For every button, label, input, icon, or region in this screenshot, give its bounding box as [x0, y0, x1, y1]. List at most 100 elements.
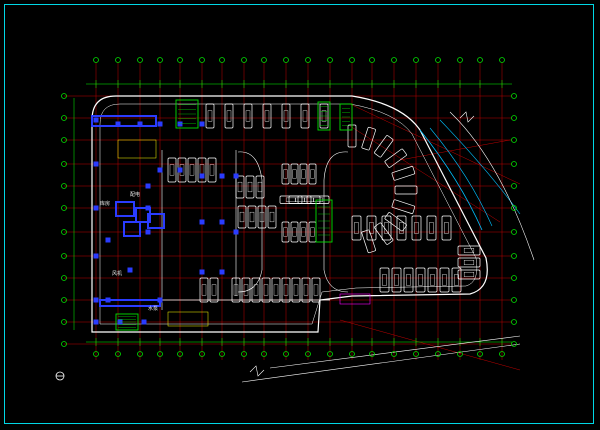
- parking-car: [451, 267, 462, 293]
- grid-line-diagonal: [339, 319, 521, 371]
- parking-car: [267, 205, 277, 229]
- column: [177, 121, 183, 127]
- column: [137, 121, 143, 127]
- axis-bubble: [435, 351, 441, 357]
- axis-bubble: [511, 297, 517, 303]
- column: [115, 121, 121, 127]
- parking-stalls: [167, 103, 481, 303]
- parking-car: [262, 103, 272, 129]
- parking-car: [426, 215, 437, 241]
- blue-room-wall: [147, 213, 165, 229]
- axis-bubble: [61, 229, 67, 235]
- parking-car: [231, 277, 241, 303]
- axis-bubble: [457, 351, 463, 357]
- axis-bubble: [199, 57, 205, 63]
- parking-car: [257, 205, 267, 229]
- parking-car: [366, 215, 377, 241]
- car-cabin: [263, 284, 269, 296]
- parking-car: [224, 103, 234, 129]
- axis-bubble: [157, 57, 163, 63]
- blue-room-wall: [91, 115, 157, 127]
- room-tags: 库房 配电 风机 水泵: [100, 191, 158, 312]
- car-cabin: [313, 284, 319, 296]
- column: [93, 117, 99, 123]
- equipment-room: [339, 293, 371, 305]
- car-cabin: [259, 211, 265, 223]
- car-cabin: [239, 211, 245, 223]
- parking-car: [384, 148, 407, 168]
- column: [157, 121, 163, 127]
- axis-bubble: [511, 341, 517, 347]
- car-cabin: [293, 284, 299, 296]
- axis-bubble: [511, 253, 517, 259]
- column: [199, 121, 205, 127]
- parking-car: [281, 277, 291, 303]
- column: [233, 173, 239, 179]
- axis-bubble: [61, 341, 67, 347]
- axis-bubble: [457, 57, 463, 63]
- parking-car: [379, 267, 390, 293]
- car-cabin: [292, 169, 297, 179]
- axis-bubble: [305, 351, 311, 357]
- axis-bubble: [137, 351, 143, 357]
- radial-car: [361, 229, 376, 254]
- parking-car: [411, 215, 422, 241]
- car-cabin: [209, 164, 215, 176]
- car-cabin: [303, 284, 309, 296]
- ramp-outline: [439, 119, 521, 215]
- parking-car: [441, 215, 452, 241]
- axis-bubble: [93, 351, 99, 357]
- parking-car: [391, 166, 416, 181]
- car-cabin: [394, 274, 399, 286]
- parking-car: [439, 267, 450, 293]
- dimension-lines: [73, 80, 512, 346]
- axis-bubble: [413, 351, 419, 357]
- axis-bubble: [61, 183, 67, 189]
- car-cabin: [237, 181, 243, 193]
- car-cabin: [285, 197, 297, 202]
- parking-car: [361, 229, 376, 254]
- parking-car: [281, 103, 291, 129]
- axis-bubble: [61, 115, 67, 121]
- stair-core-northwest: [175, 99, 199, 129]
- axis-bubble: [499, 57, 505, 63]
- road-edge: [241, 343, 521, 383]
- axis-bubble: [511, 93, 517, 99]
- parking-car: [351, 215, 362, 241]
- column: [157, 167, 163, 173]
- parking-car: [241, 277, 251, 303]
- car-cabin: [302, 110, 308, 122]
- radial-car: [384, 212, 407, 232]
- car-cabin: [294, 197, 306, 202]
- parking-car: [403, 267, 414, 293]
- car-cabin: [283, 284, 289, 296]
- parking-car: [415, 267, 426, 293]
- column: [93, 297, 99, 303]
- parking-car: [247, 205, 257, 229]
- parking-car: [255, 175, 265, 199]
- ramp-curve: [237, 151, 263, 293]
- parking-car: [279, 195, 303, 204]
- grid-line-diagonal: [349, 125, 501, 223]
- axis-bubble: [283, 351, 289, 357]
- parking-car: [427, 267, 438, 293]
- blue-room-wall: [99, 299, 161, 307]
- axis-bubble: [391, 351, 397, 357]
- parking-car: [167, 157, 177, 183]
- parking-car: [261, 277, 271, 303]
- car-cabin: [429, 222, 434, 234]
- axis-bubble: [241, 351, 247, 357]
- car-cabin: [233, 284, 239, 296]
- car-cabin: [283, 110, 289, 122]
- axis-bubble: [177, 351, 183, 357]
- parking-car: [361, 126, 376, 151]
- axis-bubble: [435, 57, 441, 63]
- axis-bubble: [511, 275, 517, 281]
- parking-car: [199, 277, 209, 303]
- axis-bubble: [511, 137, 517, 143]
- radial-car: [374, 135, 394, 158]
- parking-car: [288, 195, 312, 204]
- axis-bubble: [369, 351, 375, 357]
